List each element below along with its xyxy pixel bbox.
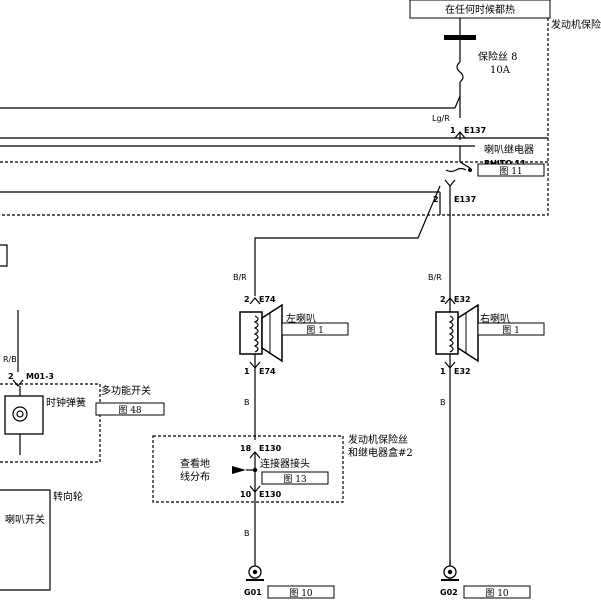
- clock-spring-symbol: [4, 395, 44, 435]
- right-horn-ref: 图 1: [502, 325, 520, 336]
- connector-block-conn-bottom: E130: [259, 490, 282, 499]
- left-horn-ref: 图 1: [306, 325, 324, 336]
- connector-check-2: 线分布: [180, 470, 210, 483]
- left-horn-pin-bottom: 1: [244, 367, 250, 376]
- horn-switch-label: 喇叭开关: [5, 513, 45, 526]
- ground-g02-symbol: [441, 565, 459, 581]
- connector-ref: 图 13: [283, 474, 307, 485]
- left-horn-wire-color-bottom: B: [244, 398, 250, 407]
- right-horn-wire-color-bottom: B: [440, 398, 446, 407]
- connector-block-conn-top: E130: [259, 444, 282, 453]
- bus-bar: [444, 35, 476, 40]
- relay-pin-out: 2: [433, 195, 439, 204]
- ground-g01-ref: 图 10: [289, 588, 313, 599]
- connector-wire-color-bottom: B: [244, 529, 250, 538]
- relay-name: 喇叭继电器: [484, 143, 534, 156]
- right-horn-conn-bottom: E32: [454, 367, 471, 376]
- relay-ref: 图 11: [499, 166, 522, 177]
- relay-contact: [459, 161, 471, 169]
- power-label: 在任何时候都热: [445, 3, 515, 16]
- connector-splice-arrow: [232, 466, 246, 474]
- steering-wheel-box: [0, 489, 51, 591]
- engine-fuse-box-label: 发动机保险丝: [551, 18, 601, 31]
- right-horn-pin-bottom: 1: [440, 367, 446, 376]
- connector-ref-box: [261, 471, 329, 485]
- left-horn-conn-top: E74: [259, 295, 276, 304]
- right-horn-name: 右喇叭: [480, 312, 510, 325]
- ground-g02-ref: 图 10: [485, 588, 509, 599]
- multifunction-ref: 图 48: [118, 405, 142, 416]
- left-horn-wire-color-top: B/R: [233, 273, 247, 282]
- multifunction-box-outline: [0, 383, 101, 463]
- fuse-8-rating: 10A: [490, 65, 511, 76]
- relay-pin-2-connector: [444, 179, 456, 187]
- left-horn-pin-top: 2: [244, 295, 250, 304]
- ground-g02-ref-box: [463, 585, 531, 599]
- right-horn-symbol: [435, 303, 479, 363]
- connector-block-name-2: 和继电器盒#2: [348, 446, 413, 459]
- relay-conn-in: E137: [464, 126, 486, 135]
- multifunction-name: 多功能开关: [101, 384, 151, 397]
- ground-g01-id: G01: [244, 588, 262, 597]
- fuse-8-symbol: [456, 61, 464, 83]
- connector-label: 连接器接头: [260, 457, 310, 470]
- relay-coil: [445, 167, 467, 173]
- connector-block-pin-top: 18: [240, 444, 252, 453]
- left-horn-name: 左喇叭: [286, 312, 316, 325]
- clock-spring-label: 时钟弹簧: [46, 396, 86, 409]
- power-label-box: [409, 0, 551, 19]
- right-horn-pin-top: 2: [440, 295, 446, 304]
- right-horn-conn-top: E32: [454, 295, 471, 304]
- ground-g01-symbol: [246, 565, 264, 581]
- engine-fuse-box-outline: [0, 18, 549, 216]
- multifunction-wire-color: R/B: [3, 355, 17, 364]
- ground-g02-id: G02: [440, 588, 458, 597]
- multifunction-conn: M01-3: [26, 372, 54, 381]
- relay-conn-out: E137: [454, 195, 476, 204]
- multifunction-ref-box: [95, 402, 165, 416]
- connector-block-outline: [152, 435, 344, 503]
- right-horn-wire-color-top: B/R: [428, 273, 442, 282]
- steering-wheel-label: 转向轮: [53, 490, 83, 503]
- relay-pin-in: 1: [450, 126, 456, 135]
- fuse-8-name: 保险丝 8: [478, 50, 518, 63]
- left-horn-conn-bottom: E74: [259, 367, 276, 376]
- relay-ref-box: [477, 163, 545, 177]
- left-horn-symbol: [239, 303, 283, 363]
- connector-check-1: 查看地: [180, 457, 210, 470]
- right-horn-ref-box: [477, 322, 545, 336]
- relay-wire-color-in: Lg/R: [432, 114, 450, 123]
- multifunction-pin: 2: [8, 372, 14, 381]
- connector-block-name-1: 发动机保险丝: [348, 433, 408, 446]
- left-horn-ref-box: [281, 322, 349, 336]
- ground-g01-ref-box: [267, 585, 335, 599]
- connector-block-pin-bottom: 10: [240, 490, 252, 499]
